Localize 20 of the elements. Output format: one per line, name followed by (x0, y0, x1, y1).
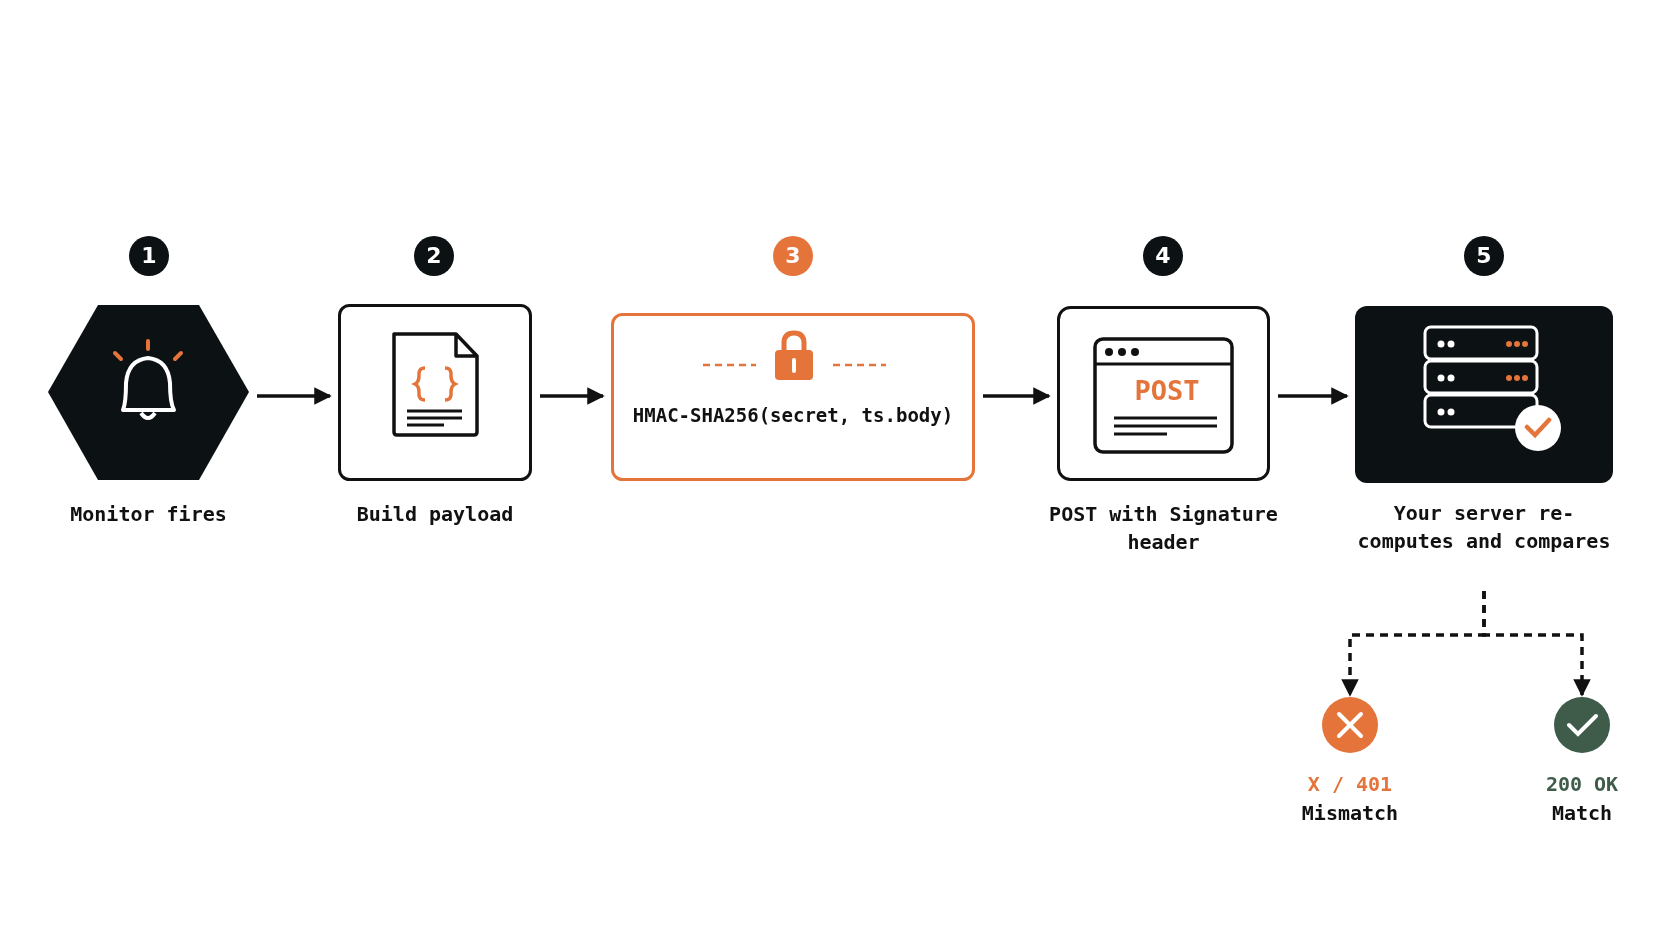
step-caption: Monitor fires (69, 501, 228, 528)
status-code: 200 OK (1544, 771, 1620, 798)
arrow (257, 387, 332, 405)
formula-text: HMAC-SHA256(secret, ts.body) (631, 403, 955, 428)
step-caption: Build payload (355, 501, 515, 528)
result-label: Mismatch (1300, 800, 1400, 827)
step-caption: POST with Signature header (1048, 501, 1279, 556)
step-caption: Your server re-computes and compares (1356, 500, 1612, 555)
arrow (983, 387, 1051, 405)
arrow (540, 387, 605, 405)
step-number: 3 (773, 236, 813, 276)
result-label: Match (1550, 800, 1614, 827)
step-number: 1 (129, 236, 169, 276)
arrow (1278, 387, 1349, 405)
method-label: POST (1133, 374, 1201, 407)
arrow (1482, 591, 1591, 697)
status-code: X / 401 (1306, 771, 1394, 798)
step-number: 4 (1143, 236, 1183, 276)
step-number: 5 (1464, 236, 1504, 276)
step-number: 2 (414, 236, 454, 276)
